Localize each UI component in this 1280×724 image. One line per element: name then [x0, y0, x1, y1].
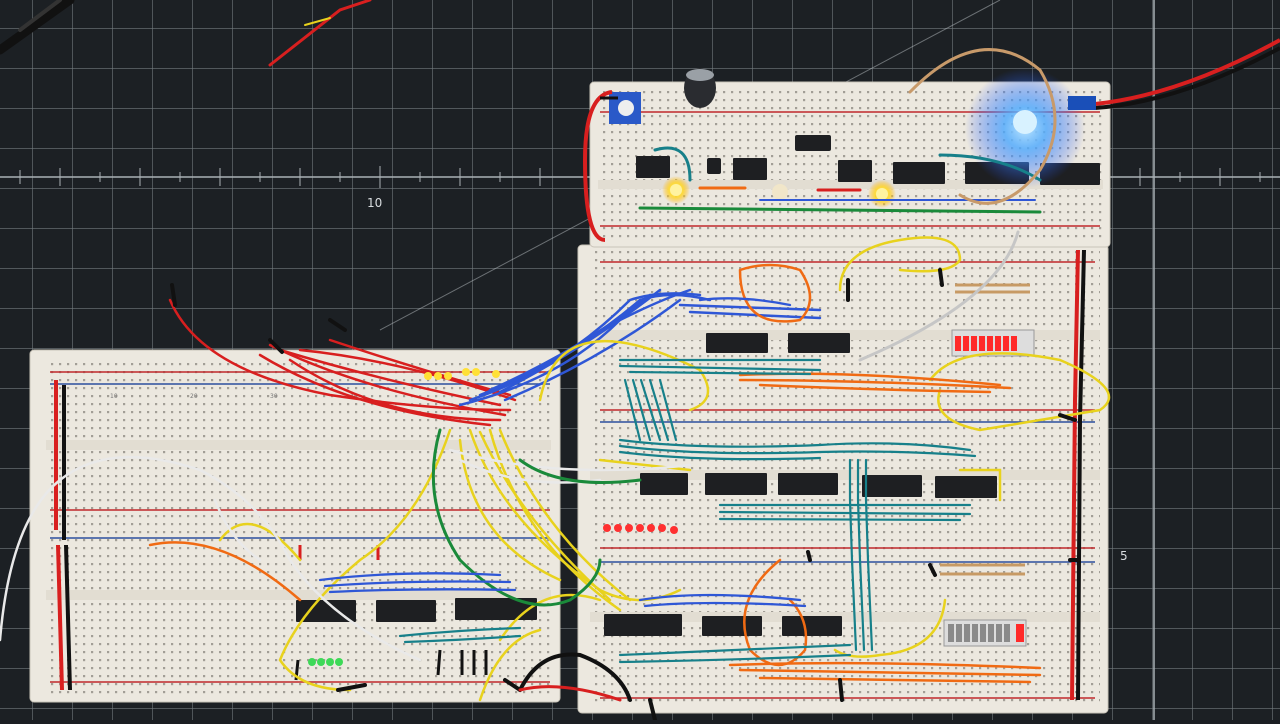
svg-text:30: 30: [270, 393, 278, 400]
stray-wires: [0, 0, 372, 67]
clock-breadboard: [582, 38, 1280, 362]
mat-scale-5: 5: [1120, 549, 1128, 563]
svg-text:10: 10: [110, 393, 118, 400]
svg-text:20: 20: [190, 393, 198, 400]
wire-bundles: [0, 236, 1111, 722]
mat-scale-10: 10: [367, 196, 382, 210]
